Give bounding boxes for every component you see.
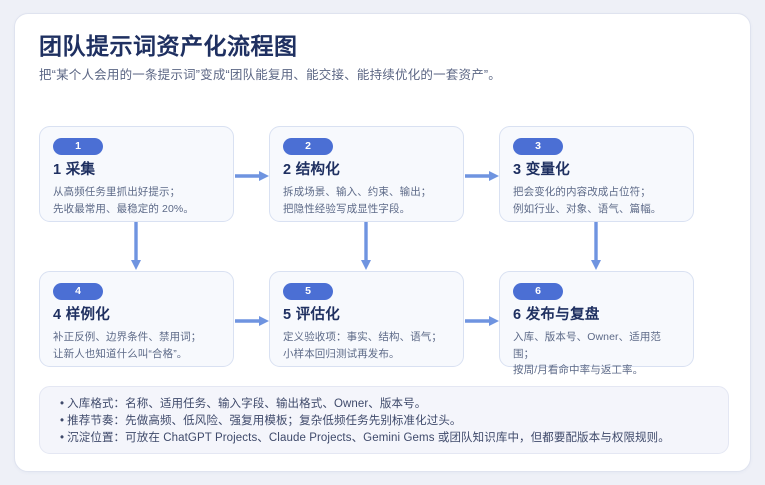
flow-step-5[interactable]: 5 5 评估化 定义验收项：事实、结构、语气； 小样本回归测试再发布。 [269,271,464,367]
arrow-right-icon [465,170,500,182]
step-description-5-line1: 定义验收项：事实、结构、语气； [283,331,442,344]
step-title-2: 2 结构化 [283,162,341,178]
page-title: 团队提示词资产化流程图 [39,33,298,59]
step-description-5: 定义验收项：事实、结构、语气； 小样本回归测试再发布。 [283,329,450,362]
step-description-6: 入库、版本号、Owner、适用范围； 按周/月看命中率与返工率。 [513,329,680,378]
step-description-3: 把会变化的内容改成占位符； 例如行业、对象、语气、篇幅。 [513,184,680,217]
note-text: 推荐节奏：先做高频、低风险、强复用模板；复杂低频任务先别标准化过头。 [67,415,462,427]
note-item: •沉淀位置：可放在 ChatGPT Projects、Claude Projec… [60,430,708,447]
header: 团队提示词资产化流程图 把“某个人会用的一条提示词”变成“团队能复用、能交接、能… [39,32,729,84]
step-description-3-line1: 把会变化的内容改成占位符； [513,186,651,199]
step-description-5-line2: 小样本回归测试再发布。 [283,347,400,360]
step-description-1-line1: 从高频任务里抓出好提示； [53,186,181,199]
bullet-icon: • [60,432,65,444]
note-text: 沉淀位置：可放在 ChatGPT Projects、Claude Project… [67,432,670,444]
notes-panel: •入库格式：名称、适用任务、输入字段、输出格式、Owner、版本号。 •推荐节奏… [39,386,729,454]
note-item: •推荐节奏：先做高频、低风险、强复用模板；复杂低频任务先别标准化过头。 [60,413,708,430]
flow-step-2[interactable]: 2 2 结构化 拆成场景、输入、约束、输出； 把隐性经验写成显性字段。 [269,126,464,222]
arrow-down-icon [360,222,372,271]
step-description-1-line2: 先收最常用、最稳定的 20%。 [53,202,194,215]
step-title-6: 6 发布与复盘 [513,307,600,323]
step-badge-5: 5 [283,283,333,300]
step-title-3: 3 变量化 [513,162,571,178]
step-title-4: 4 样例化 [53,307,111,323]
step-title-1: 1 采集 [53,162,96,178]
note-text: 入库格式：名称、适用任务、输入字段、输出格式、Owner、版本号。 [67,398,427,410]
arrow-down-icon [130,222,142,271]
bullet-icon: • [60,398,65,410]
step-description-2-line1: 拆成场景、输入、约束、输出； [283,186,432,199]
flow-step-1[interactable]: 1 1 采集 从高频任务里抓出好提示； 先收最常用、最稳定的 20%。 [39,126,234,222]
step-description-2-line2: 把隐性经验写成显性字段。 [283,202,411,215]
bullet-icon: • [60,415,65,427]
step-badge-4: 4 [53,283,103,300]
step-description-6-line2: 按周/月看命中率与返工率。 [513,363,644,376]
arrow-right-icon [235,170,270,182]
step-title-5: 5 评估化 [283,307,341,323]
step-badge-2: 2 [283,138,333,155]
flow-diagram: 1 1 采集 从高频任务里抓出好提示； 先收最常用、最稳定的 20%。 2 2 … [39,114,729,376]
page-subtitle: 把“某个人会用的一条提示词”变成“团队能复用、能交接、能持续优化的一套资产”。 [39,67,501,82]
diagram-panel: 团队提示词资产化流程图 把“某个人会用的一条提示词”变成“团队能复用、能交接、能… [14,13,751,472]
step-badge-3: 3 [513,138,563,155]
note-item: •入库格式：名称、适用任务、输入字段、输出格式、Owner、版本号。 [60,396,708,413]
step-description-4-line2: 让新人也知道什么叫“合格”。 [53,347,188,360]
flow-step-6[interactable]: 6 6 发布与复盘 入库、版本号、Owner、适用范围； 按周/月看命中率与返工… [499,271,694,376]
step-description-6-line1: 入库、版本号、Owner、适用范围； [513,331,662,360]
step-description-4-line1: 补正反例、边界条件、禁用词； [53,331,202,344]
step-description-2: 拆成场景、输入、约束、输出； 把隐性经验写成显性字段。 [283,184,450,217]
flow-step-4[interactable]: 4 4 样例化 补正反例、边界条件、禁用词； 让新人也知道什么叫“合格”。 [39,271,234,367]
step-description-3-line2: 例如行业、对象、语气、篇幅。 [513,202,662,215]
flow-step-3[interactable]: 3 3 变量化 把会变化的内容改成占位符； 例如行业、对象、语气、篇幅。 [499,126,694,222]
arrow-right-icon [235,315,270,327]
step-badge-1: 1 [53,138,103,155]
arrow-right-icon [465,315,500,327]
step-badge-6: 6 [513,283,563,300]
arrow-down-icon [590,222,602,271]
step-description-4: 补正反例、边界条件、禁用词； 让新人也知道什么叫“合格”。 [53,329,220,362]
step-description-1: 从高频任务里抓出好提示； 先收最常用、最稳定的 20%。 [53,184,220,217]
